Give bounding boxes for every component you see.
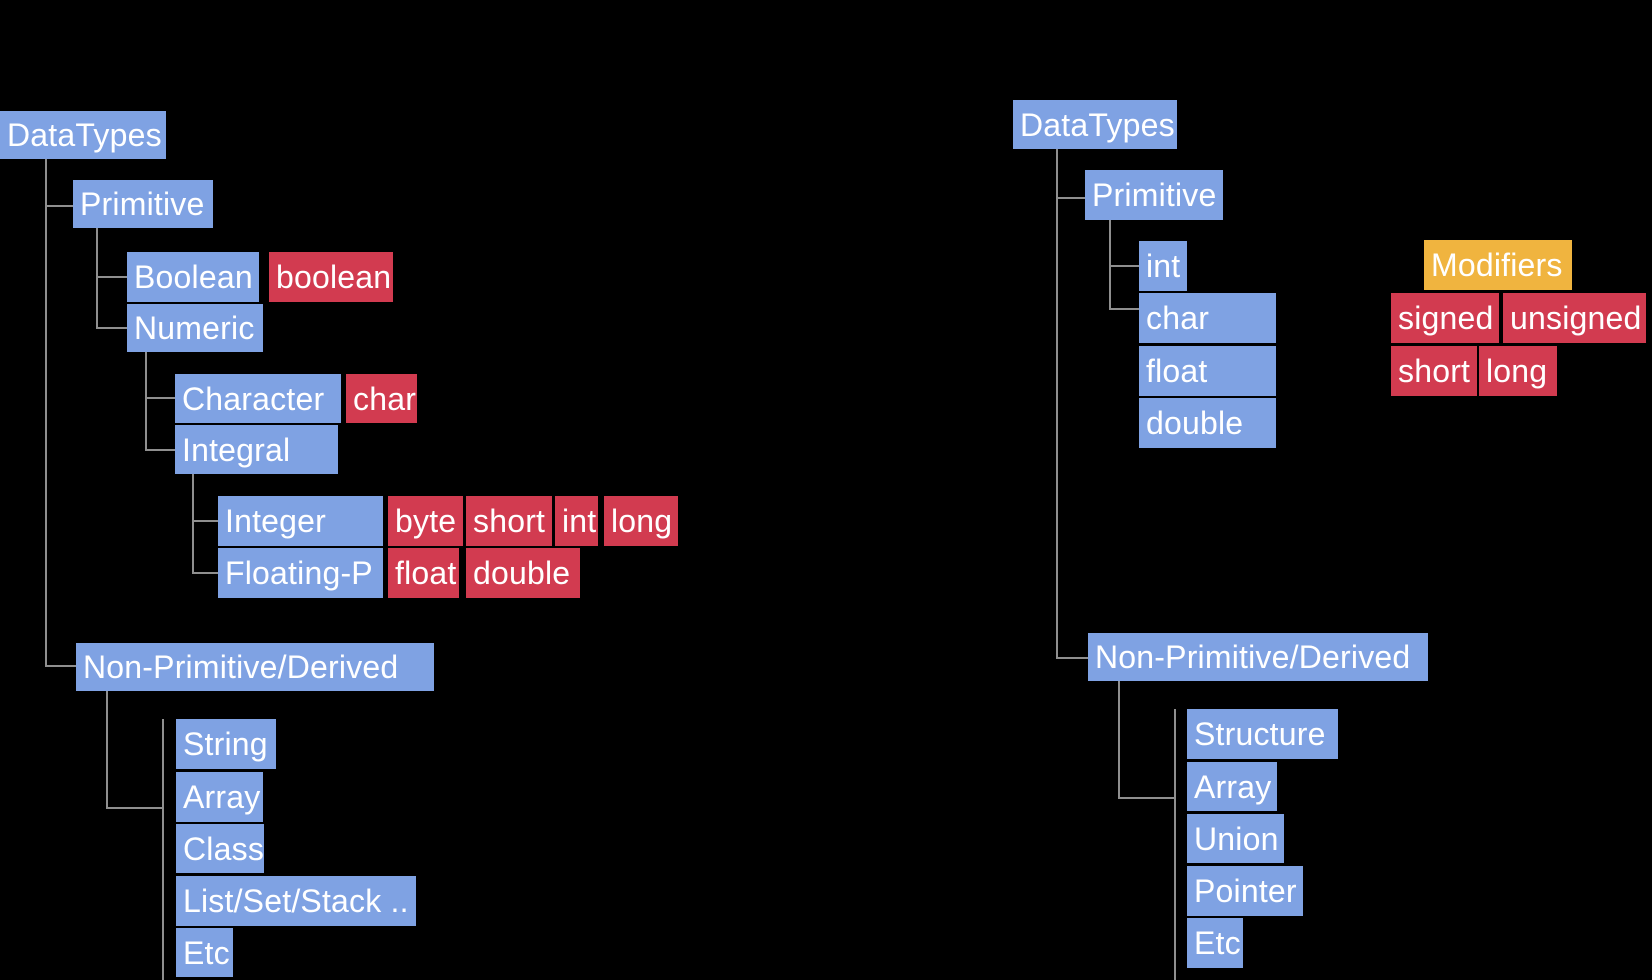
connector-line (145, 449, 175, 451)
node-c-datatypes: DataTypes (1013, 100, 1177, 149)
keyword-c-short: short (1391, 346, 1477, 396)
keyword-java-char: char (346, 374, 417, 423)
connector-line (1109, 265, 1139, 267)
node-c-primitive: Primitive (1085, 170, 1223, 220)
node-c-structure: Structure (1187, 709, 1338, 759)
connector-line (192, 520, 218, 522)
keyword-java-byte: byte (388, 496, 463, 546)
connector-line (1056, 149, 1058, 659)
connector-line (45, 205, 73, 207)
keyword-c-unsigned: unsigned (1503, 293, 1646, 343)
node-java-boolean: Boolean (127, 252, 259, 302)
connector-line (1118, 797, 1175, 799)
node-java-class: Class (176, 824, 264, 873)
node-java-string: String (176, 719, 276, 769)
keyword-java-double: double (466, 548, 580, 598)
connector-line (45, 665, 76, 667)
keyword-java-long: long (604, 496, 678, 546)
connector-line (106, 807, 163, 809)
keyword-java-float: float (388, 548, 459, 598)
node-java-etc: Etc (176, 928, 233, 977)
node-c-etc: Etc (1187, 918, 1243, 968)
node-c-modifiers-header: Modifiers (1424, 240, 1572, 290)
node-c-union: Union (1187, 814, 1284, 863)
connector-line (1056, 197, 1085, 199)
connector-line (192, 572, 218, 574)
node-java-floating-p: Floating-P (218, 548, 383, 598)
node-c-float: float (1139, 346, 1276, 396)
connector-line (1109, 308, 1139, 310)
node-java-numeric: Numeric (127, 304, 263, 352)
connector-line (96, 276, 127, 278)
connector-line (45, 159, 47, 667)
keyword-c-long: long (1479, 346, 1557, 396)
connector-line (106, 691, 108, 809)
node-c-int: int (1139, 241, 1187, 291)
node-c-double: double (1139, 398, 1276, 448)
node-c-char: char (1139, 293, 1276, 343)
connector-line (1174, 709, 1176, 980)
connector-line (192, 474, 194, 574)
node-java-character: Character (175, 374, 341, 423)
keyword-c-signed: signed (1391, 293, 1499, 343)
keyword-java-boolean: boolean (269, 252, 393, 302)
node-c-array: Array (1187, 762, 1277, 811)
connector-line (145, 397, 175, 399)
node-java-primitive: Primitive (73, 180, 213, 228)
connector-line (96, 327, 127, 329)
node-c-pointer: Pointer (1187, 866, 1303, 916)
node-c-non-primitive: Non-Primitive/Derived (1088, 633, 1428, 681)
node-java-list-set-stack: List/Set/Stack .. (176, 876, 416, 926)
connector-line (1056, 657, 1088, 659)
node-java-array: Array (176, 772, 263, 822)
node-java-integral: Integral (175, 425, 338, 474)
connector-line (162, 719, 164, 980)
node-java-non-primitive: Non-Primitive/Derived (76, 643, 434, 691)
connector-line (145, 352, 147, 451)
keyword-java-short: short (466, 496, 552, 546)
connector-line (1118, 681, 1120, 799)
connector-line (96, 228, 98, 329)
keyword-java-int: int (555, 496, 598, 546)
node-java-integer: Integer (218, 496, 383, 546)
node-java-datatypes: DataTypes (0, 111, 166, 159)
